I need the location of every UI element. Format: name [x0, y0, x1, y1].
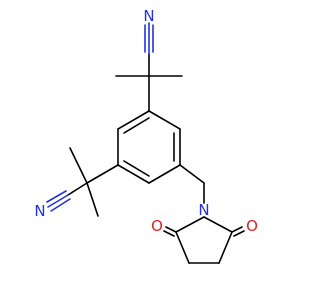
- ring-bond-5: [117, 164, 150, 184]
- left-triple-3: [50, 198, 71, 212]
- ring-double-1: [123, 117, 150, 134]
- carbonyl-left-1: [165, 226, 177, 233]
- carbonyl-left-o: O: [151, 217, 163, 235]
- atom-labels: N N N O O: [34, 7, 258, 235]
- molecule-structure: N N N O O: [34, 7, 258, 264]
- carbonyl-right-1: [231, 226, 243, 233]
- carbonyl-right-2: [233, 230, 245, 237]
- left-methyl-down: [86, 182, 99, 217]
- succ-right-down: [218, 231, 233, 264]
- linker-bond-1: [179, 164, 205, 184]
- carbonyl-right-o: O: [246, 217, 258, 235]
- left-triple-2: [46, 190, 67, 203]
- left-methyl-up: [69, 147, 88, 184]
- nitrile-top-n: N: [143, 7, 154, 25]
- nitrile-left-n: N: [34, 202, 45, 220]
- left-triple-1: [47, 194, 69, 208]
- carbonyl-left-2: [163, 230, 175, 237]
- left-nitrile-c: [67, 182, 88, 196]
- imide-n: N: [198, 201, 209, 219]
- bonds: [46, 22, 245, 264]
- ring-bond-2: [148, 110, 181, 130]
- ring-bond-6: [148, 164, 181, 184]
- left-quaternary-bond: [86, 164, 119, 184]
- ring-double-3: [123, 160, 150, 177]
- succ-n-left: [175, 216, 205, 233]
- succ-left-down: [175, 231, 190, 264]
- succ-n-right: [203, 216, 233, 233]
- ring-bond-1: [117, 110, 150, 130]
